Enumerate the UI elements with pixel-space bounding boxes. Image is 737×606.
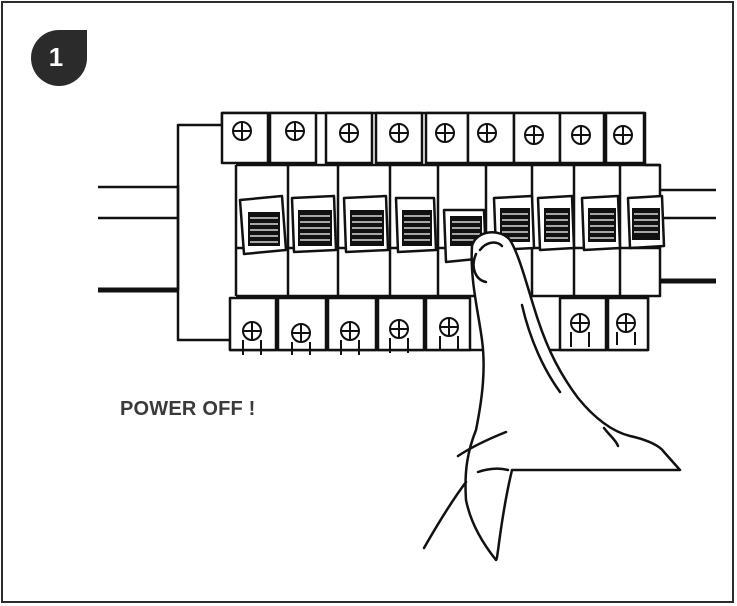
top-screws [232,121,633,145]
step-badge-shape [31,30,87,86]
grip-lines [250,213,658,243]
power-off-caption: POWER OFF ! [120,398,256,420]
step-badge: 1 [29,28,89,88]
step-number: 1 [48,41,64,72]
bottom-screws [242,313,636,355]
hand-pointing-icon [422,231,682,562]
top-terminals [220,111,646,165]
bottom-terminals [228,296,650,352]
